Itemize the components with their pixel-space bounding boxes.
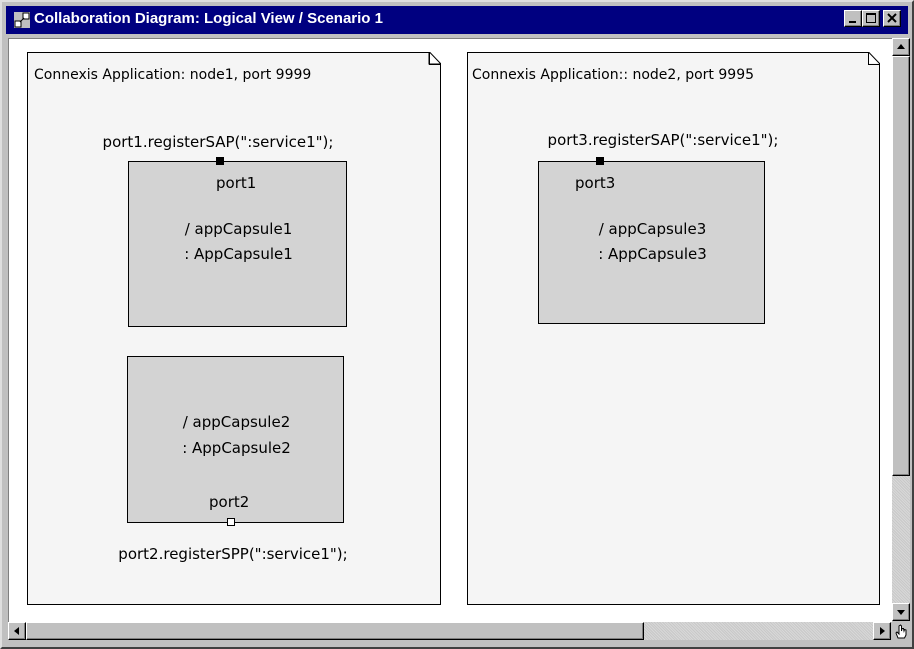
capsule1-role: / appCapsule1: [184, 220, 293, 238]
close-icon: [887, 13, 897, 23]
minimize-button[interactable]: [844, 10, 862, 27]
capsule2-role: / appCapsule2: [182, 413, 291, 431]
node1-box[interactable]: Connexis Application: node1, port 9999 p…: [27, 52, 441, 605]
scroll-down-button[interactable]: [892, 603, 910, 621]
port3-label: port3: [575, 174, 616, 192]
minimize-icon: [849, 21, 856, 23]
port3-marker[interactable]: [596, 157, 604, 165]
node2-box[interactable]: Connexis Application:: node2, port 9995 …: [467, 52, 880, 605]
capsule3-box[interactable]: port3 / appCapsule3 : AppCapsule3: [538, 157, 765, 324]
scroll-up-button[interactable]: [892, 38, 910, 56]
title-bar[interactable]: Collaboration Diagram: Logical View / Sc…: [6, 6, 908, 34]
window-title: Collaboration Diagram: Logical View / Sc…: [34, 10, 383, 27]
vertical-scrollbar[interactable]: [892, 38, 910, 621]
capsule3-type: : AppCapsule3: [598, 245, 707, 263]
port2-label: port2: [209, 493, 250, 511]
hand-cursor-icon: [895, 624, 907, 639]
diagram-canvas[interactable]: Connexis Application: node1, port 9999 p…: [8, 38, 892, 622]
horizontal-scroll-thumb[interactable]: [26, 622, 644, 640]
capsule1-box[interactable]: port1 / appCapsule1 : AppCapsule1: [128, 157, 347, 327]
arrow-left-icon: [14, 627, 19, 635]
capsule2-type: : AppCapsule2: [182, 439, 291, 457]
node1-title: Connexis Application: node1, port 9999: [34, 67, 312, 83]
diagram-icon: [14, 12, 30, 28]
capsule3-register-call: port3.registerSAP(":service1");: [547, 131, 779, 149]
capsule1-type: : AppCapsule1: [184, 245, 293, 263]
arrow-right-icon: [880, 627, 885, 635]
horizontal-scrollbar[interactable]: [8, 622, 891, 640]
note-corner-icon: [868, 52, 880, 65]
capsule1-register-call: port1.registerSAP(":service1");: [102, 133, 334, 151]
maximize-button[interactable]: [862, 10, 880, 27]
arrow-down-icon: [897, 610, 905, 615]
capsule2-register-call: port2.registerSPP(":service1");: [118, 545, 348, 563]
vertical-scroll-thumb[interactable]: [892, 56, 910, 476]
maximize-icon: [866, 13, 876, 23]
port1-marker[interactable]: [216, 157, 224, 165]
note-corner-icon: [428, 52, 441, 65]
scroll-left-button[interactable]: [8, 622, 26, 640]
arrow-up-icon: [897, 44, 905, 49]
port2-marker[interactable]: [227, 518, 235, 526]
close-button[interactable]: [883, 10, 901, 27]
port1-label: port1: [216, 174, 257, 192]
capsule3-role: / appCapsule3: [598, 220, 707, 238]
node2-title: Connexis Application:: node2, port 9995: [472, 67, 755, 83]
scroll-right-button[interactable]: [873, 622, 891, 640]
capsule2-box[interactable]: / appCapsule2 : AppCapsule2 port2: [127, 356, 344, 526]
size-grip[interactable]: [892, 622, 910, 640]
